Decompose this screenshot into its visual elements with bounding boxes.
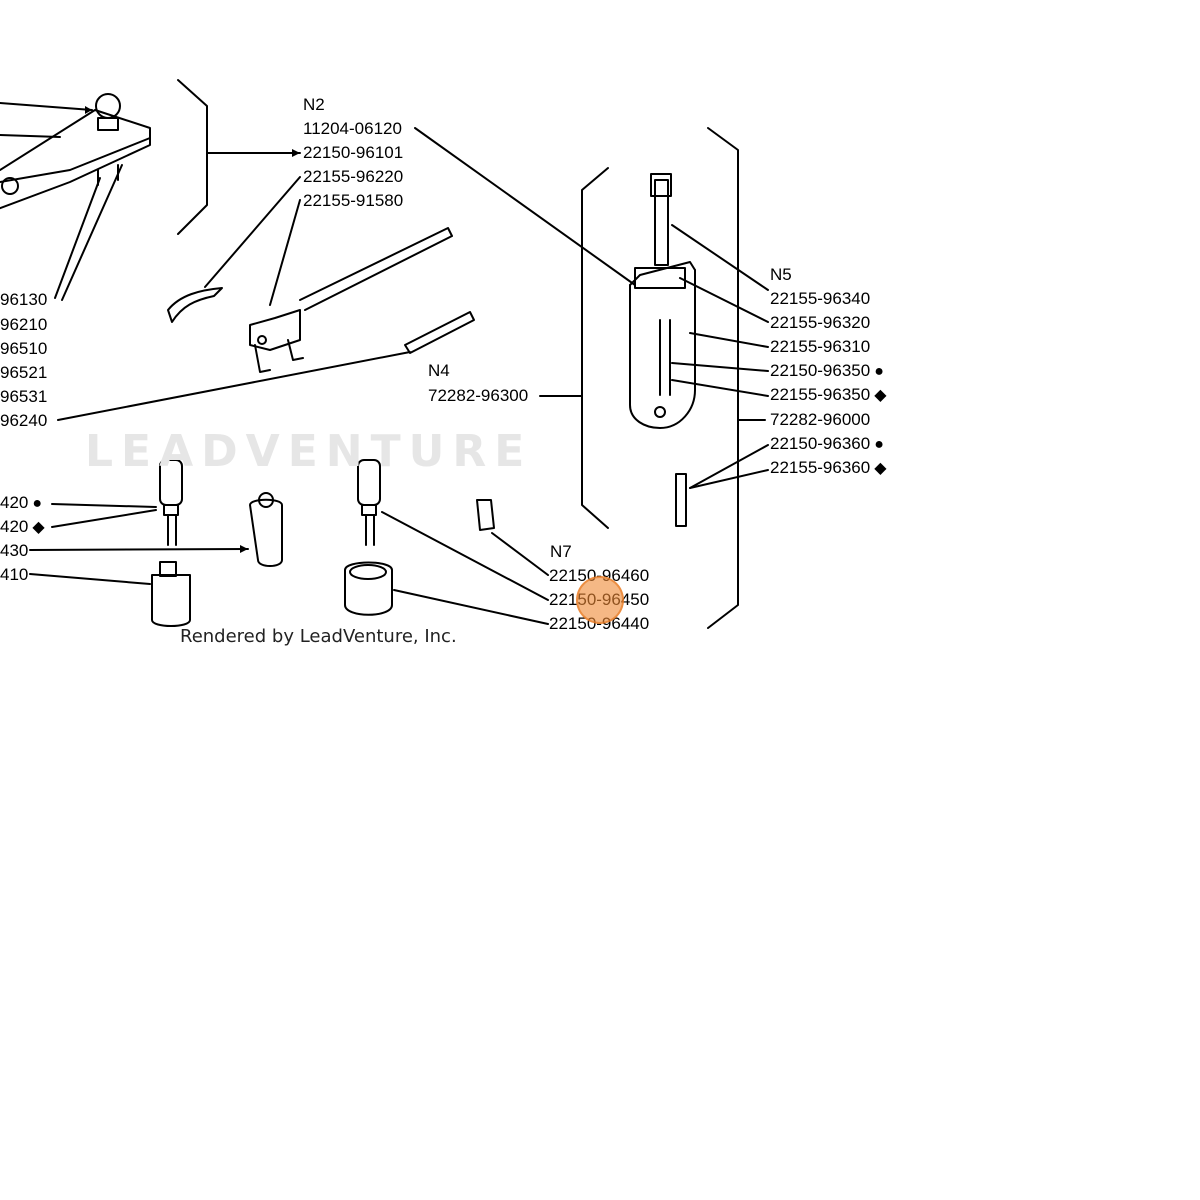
part-link-11204-06120[interactable]: 11204-06120 <box>303 119 402 138</box>
part-link-96240[interactable]: 96240 <box>0 411 48 430</box>
part-link-72282-96300[interactable]: 72282-96300 <box>428 386 529 405</box>
strip-part-drawing <box>167 287 223 323</box>
part-link-410[interactable]: 410 <box>0 565 29 584</box>
circle-marker-icon: ● <box>874 363 884 380</box>
part-link-22155-91580[interactable]: 22155-91580 <box>303 191 404 210</box>
puller-body-drawing <box>629 173 696 429</box>
bolt-drawing <box>675 473 687 527</box>
part-number: 22155-96350 <box>770 385 871 404</box>
bracket-left-top <box>177 79 208 235</box>
part-link-96510[interactable]: 96510 <box>0 339 48 358</box>
part-link-420-circle[interactable]: 420● <box>0 493 42 514</box>
part-link-22155-96220[interactable]: 22155-96220 <box>303 167 404 186</box>
part-link-22155-96340[interactable]: 22155-96340 <box>770 289 871 308</box>
bracket-n4 <box>581 167 609 529</box>
part-link-96531[interactable]: 96531 <box>0 387 48 406</box>
bottom-left-parts-drawing <box>151 459 283 627</box>
part-link-22155-96320[interactable]: 22155-96320 <box>770 313 871 332</box>
diamond-marker-icon: ◆ <box>874 460 887 477</box>
circle-marker-icon: ● <box>32 495 43 512</box>
part-link-22150-96350[interactable]: 22150-96350● <box>770 361 884 382</box>
watermark-text: LEADVENTURE <box>85 426 533 477</box>
group-label-n5: N5 <box>770 265 792 284</box>
diamond-marker-icon: ◆ <box>874 387 887 404</box>
plate-assembly-drawing <box>0 93 151 301</box>
diamond-marker-icon: ◆ <box>32 519 45 536</box>
circle-marker-icon: ● <box>874 436 884 453</box>
part-link-96130[interactable]: 96130 <box>0 290 48 309</box>
part-link-420-diamond[interactable]: 420◆ <box>0 517 45 538</box>
part-link-22150-96460[interactable]: 22150-96460 <box>549 566 649 586</box>
part-number: 22155-96360 <box>770 458 871 477</box>
hotspot-highlight-marker[interactable] <box>576 576 624 624</box>
part-link-96521[interactable]: 96521 <box>0 363 48 382</box>
part-link-22155-96350[interactable]: 22155-96350◆ <box>770 385 887 406</box>
part-link-22150-96101[interactable]: 22150-96101 <box>303 143 404 162</box>
handle-tool-drawing <box>249 227 475 373</box>
part-link-22150-96360[interactable]: 22150-96360● <box>770 434 884 455</box>
bracket-n5 <box>707 127 739 629</box>
part-number: 420 <box>0 493 29 512</box>
credit-text: Rendered by LeadVenture, Inc. <box>180 626 457 647</box>
center-bottom-parts-drawing <box>344 459 495 616</box>
part-number: 22150-96350 <box>770 361 871 380</box>
part-number: 22150-96360 <box>770 434 871 453</box>
part-link-22155-96310[interactable]: 22155-96310 <box>770 337 871 356</box>
part-number: 420 <box>0 517 29 536</box>
group-label-n7: N7 <box>550 542 572 561</box>
part-link-22155-96360[interactable]: 22155-96360◆ <box>770 458 887 479</box>
part-link-430[interactable]: 430 <box>0 541 29 560</box>
part-link-96210[interactable]: 96210 <box>0 315 48 334</box>
part-link-72282-96000[interactable]: 72282-96000 <box>770 410 871 429</box>
group-label-n2: N2 <box>303 95 325 114</box>
group-label-n4: N4 <box>428 361 450 380</box>
